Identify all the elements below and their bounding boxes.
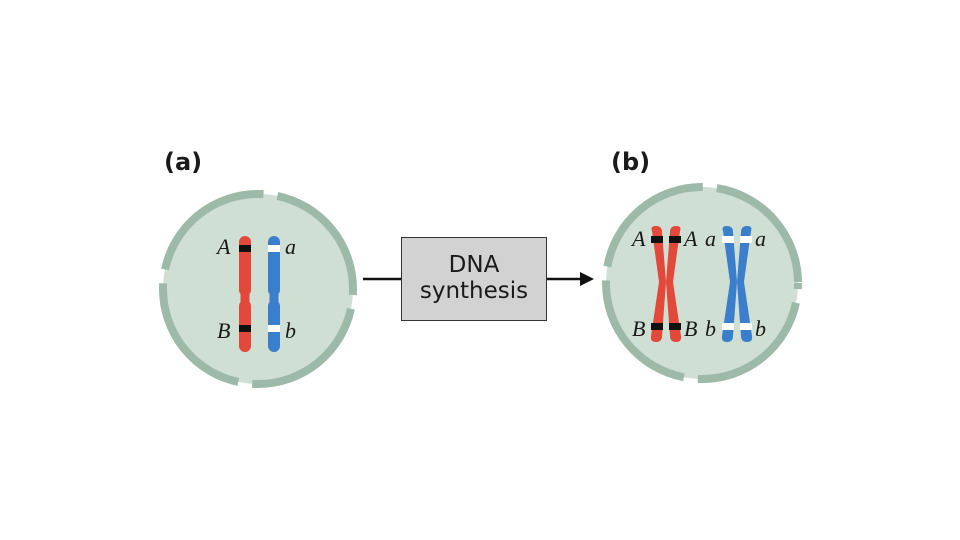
chromosome-a-red — [239, 236, 251, 352]
locus-a-2 — [740, 236, 752, 243]
panel-label-b: (b) — [611, 148, 651, 176]
chromosome-b-blue — [721, 226, 753, 342]
dna-synthesis-line1: DNA — [448, 252, 500, 279]
dna-synthesis-line2: synthesis — [419, 278, 529, 304]
allele-label-A: A — [217, 234, 231, 259]
cell-b — [602, 183, 802, 383]
locus-A — [239, 245, 251, 252]
allele-label-a-right: a — [755, 226, 766, 251]
allele-label-A-right: A — [684, 226, 698, 251]
locus-b-2 — [740, 323, 752, 330]
allele-label-b-left: b — [705, 316, 716, 341]
chromosome-a-blue — [268, 236, 280, 352]
allele-label-b-right: b — [755, 316, 766, 341]
allele-label-b: b — [285, 318, 296, 343]
locus-A-1 — [651, 236, 663, 243]
locus-b-1 — [722, 323, 734, 330]
locus-b — [268, 325, 280, 332]
cell-a-membrane — [159, 190, 357, 388]
allele-label-B-left: B — [632, 316, 646, 341]
cell-a-body — [163, 194, 353, 384]
locus-a-1 — [722, 236, 734, 243]
allele-label-B: B — [217, 318, 231, 343]
allele-label-a: a — [285, 234, 296, 259]
arrow-head — [580, 272, 594, 286]
allele-label-A-left: A — [632, 226, 646, 251]
cell-a — [159, 190, 357, 388]
locus-a — [268, 245, 280, 252]
allele-label-a-left: a — [705, 226, 716, 251]
chromosome-b-red — [650, 226, 682, 342]
allele-label-B-right: B — [684, 316, 698, 341]
locus-B-1 — [651, 323, 663, 330]
cell-b-membrane — [602, 183, 802, 383]
locus-B-2 — [669, 323, 681, 330]
dna-synthesis-box: DNA synthesis — [401, 237, 547, 321]
panel-label-a: (a) — [164, 148, 203, 176]
locus-B — [239, 325, 251, 332]
locus-A-2 — [669, 236, 681, 243]
